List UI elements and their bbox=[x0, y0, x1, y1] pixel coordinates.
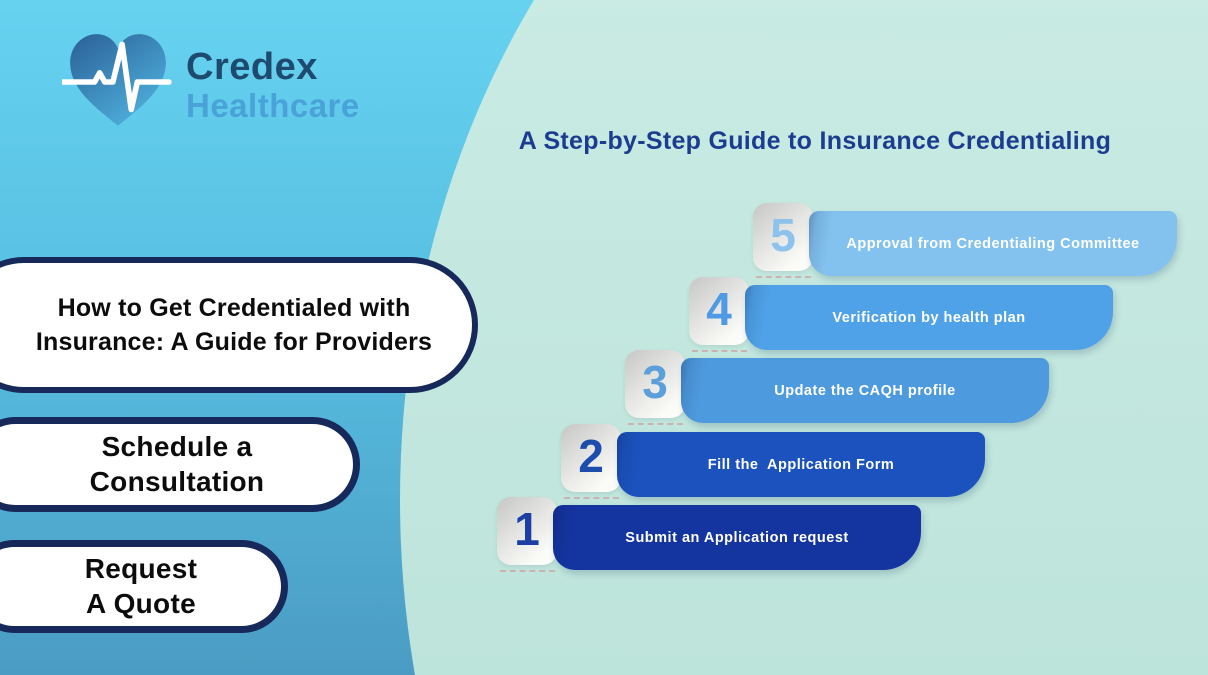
page-title: A Step-by-Step Guide to Insurance Creden… bbox=[518, 127, 1112, 155]
headline-line-2: Insurance: A Guide for Providers bbox=[35, 328, 433, 356]
step-5: 5 Approval from Credentialing Committee bbox=[753, 203, 1185, 289]
brand-name: Credex bbox=[186, 46, 318, 89]
step-5-label: Approval from Credentialing Committee bbox=[846, 235, 1140, 252]
headline-box: How to Get Credentialed with Insurance: … bbox=[0, 257, 478, 393]
step-5-number: 5 bbox=[770, 209, 796, 261]
step-2-bar: Fill the Application Form bbox=[617, 432, 985, 497]
step-5-bar: Approval from Credentialing Committee bbox=[809, 211, 1177, 276]
step-2-dashed-line bbox=[564, 497, 619, 499]
request-quote-button[interactable]: Request A Quote bbox=[0, 540, 288, 633]
step-4-number: 4 bbox=[706, 283, 732, 335]
quote-button-line-1: Request bbox=[84, 553, 198, 585]
step-3-number-tab: 3 bbox=[625, 350, 685, 418]
step-3-label: Update the CAQH profile bbox=[774, 382, 956, 399]
step-4-label: Verification by health plan bbox=[832, 309, 1026, 326]
step-1-bar: Submit an Application request bbox=[553, 505, 921, 570]
step-4-bar: Verification by health plan bbox=[745, 285, 1113, 350]
step-1-number: 1 bbox=[514, 503, 540, 555]
schedule-consultation-button[interactable]: Schedule a Consultation bbox=[0, 417, 360, 512]
step-1: 1 Submit an Application request bbox=[497, 497, 929, 583]
step-2-number: 2 bbox=[578, 430, 604, 482]
step-5-dashed-line bbox=[756, 276, 811, 278]
brand-text: Credex Healthcare bbox=[186, 46, 360, 124]
step-3-dashed-line bbox=[628, 423, 683, 425]
quote-button-line-2: A Quote bbox=[86, 587, 196, 619]
step-4-number-tab: 4 bbox=[689, 277, 749, 345]
step-4-dashed-line bbox=[692, 350, 747, 352]
credex-logo: Credex Healthcare bbox=[59, 26, 360, 143]
step-3-bar: Update the CAQH profile bbox=[681, 358, 1049, 423]
step-3: 3 Update the CAQH profile bbox=[625, 350, 1057, 436]
step-2: 2 Fill the Application Form bbox=[561, 424, 993, 510]
step-2-number-tab: 2 bbox=[561, 424, 621, 492]
step-5-number-tab: 5 bbox=[753, 203, 813, 271]
step-1-number-tab: 1 bbox=[497, 497, 557, 565]
heart-pulse-icon bbox=[59, 26, 174, 143]
step-3-number: 3 bbox=[642, 356, 668, 408]
brand-subname: Healthcare bbox=[186, 86, 360, 124]
step-1-dashed-line bbox=[500, 570, 555, 572]
step-4: 4 Verification by health plan bbox=[689, 277, 1121, 363]
headline-line-1: How to Get Credentialed with bbox=[57, 293, 411, 322]
schedule-button-line-1: Schedule a bbox=[101, 431, 253, 463]
schedule-button-line-2: Consultation bbox=[89, 465, 265, 497]
step-2-label: Fill the Application Form bbox=[707, 456, 895, 473]
step-1-label: Submit an Application request bbox=[625, 529, 849, 546]
